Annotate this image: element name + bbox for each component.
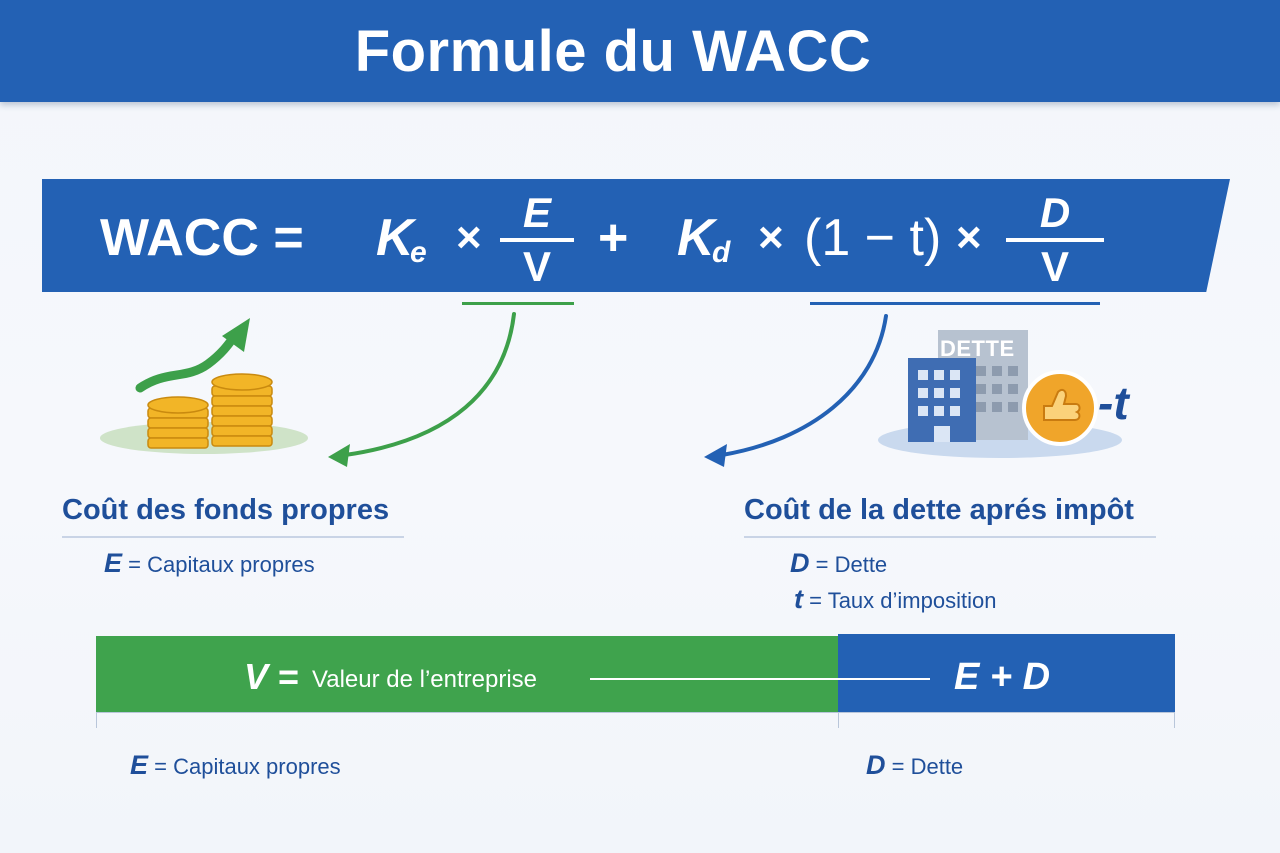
bottom-legend-equity: E = Capitaux propres (130, 750, 341, 781)
equity-def-text: = Capitaux propres (128, 552, 315, 577)
formula-tax-factor: (1 − t) (804, 209, 942, 267)
formula-ke: K (376, 209, 414, 267)
bottom-legend-e-text: = Capitaux propres (154, 754, 341, 779)
value-bar-connector-line (590, 678, 930, 680)
formula-times-3: × (956, 213, 982, 262)
value-label: Valeur de l’entreprise (312, 666, 538, 693)
formula-kd-subscript: d (712, 236, 731, 269)
equity-definition: E = Capitaux propres (104, 548, 315, 579)
debt-title-rule (744, 536, 1156, 538)
formula-ke-subscript: e (410, 236, 427, 269)
formula-fraction1-denominator: V (522, 243, 551, 290)
value-symbol: V (244, 656, 269, 697)
formula-times-1: × (456, 213, 482, 262)
title-banner (0, 0, 1280, 102)
debt-definition-d: D = Dette (790, 548, 887, 579)
debt-def-text-d: = Dette (815, 552, 888, 577)
equity-def-symbol: E (104, 548, 123, 578)
equity-term-marker (462, 302, 574, 305)
building-label: DETTE (940, 336, 1015, 361)
bottom-legend-d-text: = Dette (891, 754, 964, 779)
equity-section-title: Coût des fonds propres (62, 494, 390, 526)
formula-fraction1-bar (500, 238, 574, 242)
formula-plus: + (598, 209, 629, 267)
debt-building-icon (878, 330, 1122, 458)
formula-lhs: WACC = (100, 209, 304, 267)
debt-arrow (704, 314, 888, 467)
bottom-legend-d-symbol: D (866, 750, 886, 780)
page-title: Formule du WACC (354, 19, 872, 84)
debt-section-title: Coût de la dette aprés impôt (744, 494, 1134, 526)
debt-def-symbol-d: D (790, 548, 810, 578)
equity-title-rule (62, 536, 404, 538)
equity-value-segment (96, 636, 838, 712)
debt-def-text-t: = Taux d’imposition (809, 588, 997, 613)
formula-kd: K (677, 209, 715, 267)
bottom-legend-debt: D = Dette (866, 750, 963, 781)
bottom-legend-e-symbol: E (130, 750, 149, 780)
formula-fraction1-numerator: E (522, 189, 551, 236)
formula-band (42, 179, 1230, 292)
formula-fraction2-denominator: V (1040, 243, 1069, 290)
debt-def-symbol-t: t (794, 584, 803, 614)
value-bar-tick-right (1174, 712, 1175, 728)
value-bar-baseline (96, 712, 1175, 713)
value-sum: E + D (954, 656, 1051, 698)
value-bar-tick-left (96, 712, 97, 728)
debt-term-marker (810, 302, 1100, 305)
formula-fraction2-numerator: D (1039, 189, 1071, 236)
coins-growth-icon (100, 318, 308, 454)
debt-value-segment (838, 634, 1175, 712)
formula-fraction2-bar (1006, 238, 1104, 242)
debt-definition-t: t = Taux d’imposition (794, 584, 996, 615)
formula-times-2: × (758, 213, 784, 262)
equity-arrow (328, 312, 516, 467)
value-bar-tick-middle (838, 712, 839, 728)
tax-mark: -t (1098, 377, 1129, 429)
value-equals: = (278, 656, 300, 697)
